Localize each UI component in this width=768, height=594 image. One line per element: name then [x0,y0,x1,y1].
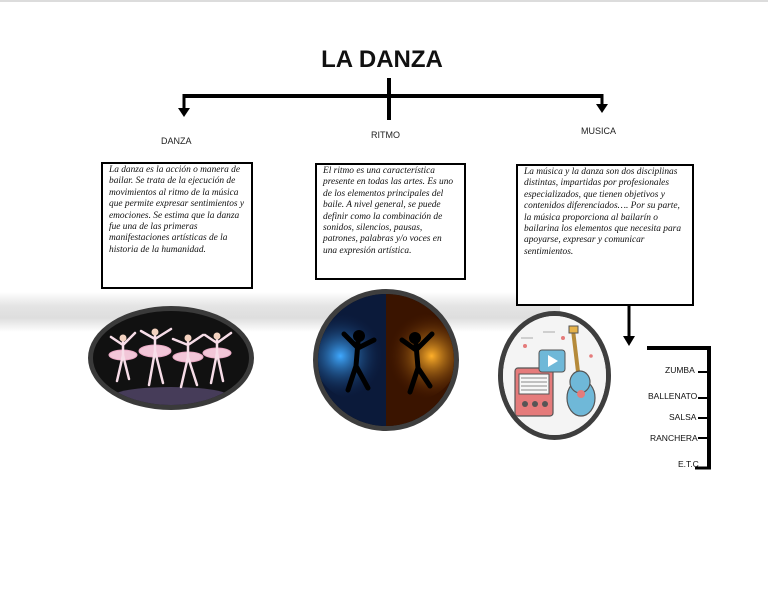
background-band [0,292,560,332]
diagram-title: LA DANZA [321,46,443,73]
genre-zumba: ZUMBA [665,365,695,375]
ballet-dancers-image [88,306,254,410]
ritmo-description-box: El ritmo es una característica presente … [315,163,466,280]
branch-label-musica: MUSICA [581,126,617,136]
genre-etc: E.T.C [678,459,699,469]
musica-description-box: La música y la danza son dos disciplinas… [516,164,694,306]
rhythm-dancers-image [313,289,459,431]
genre-salsa: SALSA [669,412,697,422]
branch-label-ritmo: RITMO [371,130,400,140]
genre-ranchera: RANCHERA [650,433,698,443]
branch-label-danza: DANZA [161,136,192,146]
top-border [0,0,768,2]
danza-description-box: La danza es la acción o manera de bailar… [101,162,253,289]
genre-ballenato: BALLENATO [648,391,698,401]
music-instruments-image [498,311,611,440]
